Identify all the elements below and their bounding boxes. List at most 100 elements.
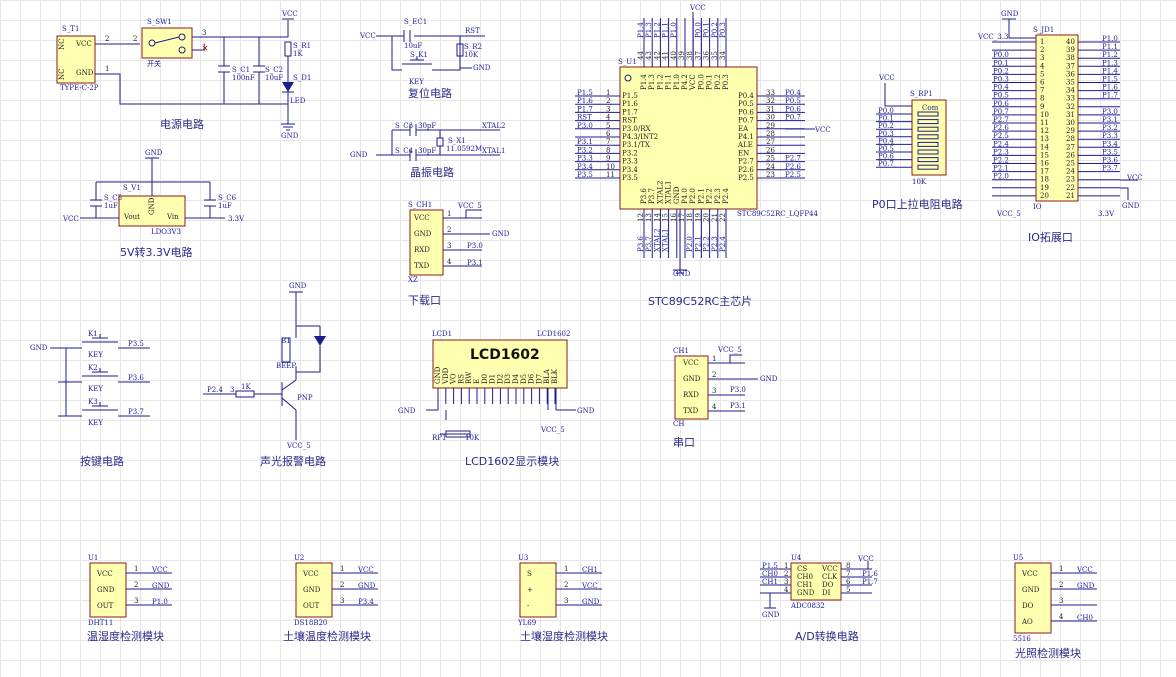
download-p31: P3.1: [467, 259, 483, 267]
io-right-net-11: P3.2: [1102, 124, 1118, 132]
dht-net-2: P1.0: [152, 598, 168, 606]
mcu-bottom-pin-8: P2.2: [706, 188, 714, 204]
mcu-top-net-10: P0.3: [719, 22, 727, 38]
mcu-left-net-0: P1.5: [577, 89, 593, 97]
r1-val: 1K: [293, 50, 303, 58]
sw1-name: 开关: [147, 59, 161, 68]
light-body: [1014, 562, 1052, 634]
key-net-0: P3.5: [128, 340, 144, 348]
mcu-top-net-3: P1.1: [662, 22, 670, 38]
io-right-num-15: 25: [1066, 160, 1075, 168]
io-left-net-17: P2.0: [993, 173, 1009, 181]
io-right-net-2: P1.2: [1102, 51, 1118, 59]
ldo-name: LDO3V3: [151, 228, 181, 236]
mcu-left-net-1: P1.6: [577, 97, 593, 105]
serial-pin-1: GND: [683, 375, 701, 383]
lcd-gnd-right: GND: [577, 407, 595, 415]
mcu-top-num-7: 37: [694, 51, 702, 60]
mcu-top-num-6: 38: [686, 51, 694, 60]
lcd-pin-4: RW: [465, 371, 473, 384]
io-left-num-14: 15: [1040, 151, 1049, 159]
mcu-top-pin-0: P1.4: [640, 74, 648, 90]
k1-reset-ref: S_K1: [410, 51, 428, 59]
mcu-left-pin-7: P3.2: [622, 149, 638, 157]
mcu-top-num-9: 35: [711, 51, 719, 60]
io-right-num-3: 37: [1066, 62, 1075, 70]
download-pin-2: RXD: [414, 246, 430, 254]
adc-left-num-0: 1: [784, 562, 788, 570]
lcd-ref: LCD1: [432, 330, 452, 338]
io-vcc33-label: VCC_3.3: [977, 33, 1008, 41]
adc-name: ADC0832: [790, 602, 825, 610]
key-ref-0: K1: [88, 330, 98, 338]
mcu-left-num-3: 4: [606, 114, 611, 122]
type-c-connector: [56, 35, 96, 84]
io-right-num-2: 38: [1066, 54, 1075, 62]
ldo-gnd-label: GND: [145, 149, 163, 157]
download-header: [409, 209, 444, 276]
c6-ref: S_C6: [218, 194, 237, 202]
mcu-bottom-net-6: P2.0: [686, 236, 694, 252]
light-net-0: VCC: [1076, 566, 1093, 574]
mcu-top-net-4: P1.0: [670, 22, 678, 38]
io-left-net-9: P0.7: [993, 108, 1009, 116]
mcu-top-pin-6: VCC: [689, 74, 697, 91]
mcu-bottom-num-1: 13: [645, 213, 653, 222]
lcd-pin-2: VO: [450, 373, 458, 385]
lcd-gnd-left: GND: [398, 407, 416, 415]
mcu-bottom-num-8: 20: [703, 213, 711, 222]
dht-num-1: 2: [134, 581, 138, 589]
mcu-right-pin-4: EA: [738, 125, 749, 133]
mcu-right-num-9: 24: [766, 163, 775, 171]
mcu-left-num-9: 10: [606, 163, 615, 171]
mcu-bottom-net-10: P2.4: [719, 236, 727, 252]
t1-pin-nc2: NC: [58, 69, 66, 80]
io-left-num-2: 3: [1040, 54, 1044, 62]
mcu-top-num-4: 40: [670, 51, 678, 60]
key-ref-1: K2: [88, 364, 98, 372]
io-left-net-12: P2.5: [993, 132, 1009, 140]
io-right-num-16: 24: [1066, 168, 1075, 176]
pullup-net-4: P0.4: [878, 137, 894, 145]
mcu-left-num-4: 5: [606, 122, 610, 130]
mcu-right-net-8: P2.7: [785, 155, 801, 163]
mcu-left-net-4: P3.0: [577, 122, 593, 130]
mcu-top-num-2: 42: [653, 51, 661, 60]
mcu-right-pin-10: P2.5: [738, 174, 754, 182]
serial-gnd: GND: [760, 375, 778, 383]
light-pin-1: GND: [1022, 586, 1040, 594]
lcd-body: [432, 339, 568, 389]
light-pin-3: AO: [1021, 618, 1033, 626]
io-vcc5-label: VCC_5: [996, 210, 1021, 218]
keys-gnd-label: GND: [30, 344, 48, 352]
rp1-ref: S_RP1: [910, 90, 933, 98]
mcu-right-num-10: 23: [766, 171, 775, 179]
download-pin-num-0: 1: [447, 210, 451, 218]
mcu-bottom-num-9: 21: [711, 213, 719, 222]
crystal-circuit: S_C3 30pF S_C4 30pF S_X1 11.0592M XTAL2 …: [350, 122, 505, 179]
dht-ref: U1: [88, 554, 98, 562]
mcu-right-pin-0: P0.4: [738, 92, 754, 100]
mcu-right-num-5: 28: [766, 130, 775, 138]
buzzer-circuit: GND B1 BEEP P2.4 3 1K PNP VCC_5 声光报警电路: [203, 282, 326, 468]
power-gnd-label: GND: [281, 132, 299, 140]
b1-val: BEEP: [276, 362, 296, 370]
mcu-name: STC89C52RC_LQFP44: [737, 210, 819, 218]
mcu-left-num-0: 1: [606, 89, 610, 97]
io-left-num-17: 18: [1040, 176, 1049, 184]
io-left-num-6: 7: [1040, 87, 1044, 95]
io-left-num-19: 20: [1040, 192, 1049, 200]
dht-net-1: GND: [152, 582, 170, 590]
mcu-bottom-net-7: P2.1: [694, 236, 702, 252]
download-vcc-label: VCC_5: [457, 202, 482, 210]
mcu-bottom-pin-10: P2.4: [722, 188, 730, 204]
key-val-0: KEY: [88, 351, 103, 359]
io-left-num-12: 13: [1040, 135, 1049, 143]
soil_hum-pin-1: +: [527, 586, 533, 594]
pullup-net-0: P0.0: [878, 107, 894, 115]
mcu-top-net-1: P1.3: [645, 22, 653, 38]
io-left-num-0: 1: [1040, 38, 1044, 46]
mcu-title: STC89C52RC主芯片: [648, 294, 752, 308]
key-net-1: P3.6: [128, 374, 144, 382]
soil_temp-net-2: P3.4: [358, 598, 374, 606]
